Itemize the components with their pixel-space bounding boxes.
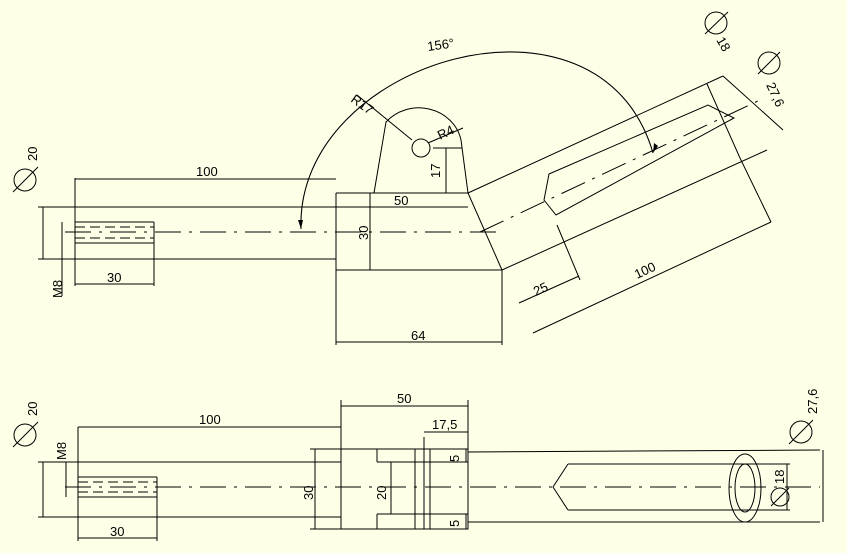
dim-100-shaft: 100 — [196, 164, 218, 179]
front-tube — [467, 449, 821, 523]
front-dim-30-block: 30 — [301, 486, 316, 500]
thread-hole — [75, 221, 155, 286]
dim-25-arm: 25 — [531, 279, 550, 299]
dim-50-block: 50 — [394, 193, 408, 208]
r4-label: R4 — [435, 122, 456, 143]
dia-18-label: 18 — [713, 34, 733, 54]
dia-27-6-label: 27,6 — [763, 80, 787, 109]
dim-100-arm: 100 — [632, 259, 658, 282]
dia-27-6-symbol — [757, 51, 781, 75]
angled-arm — [467, 75, 784, 271]
front-thread — [78, 476, 158, 541]
front-dim-5-top: 5 — [447, 455, 462, 462]
r4-leader — [427, 127, 464, 144]
dim-64-base: 64 — [411, 328, 425, 343]
front-dim-50: 50 — [397, 391, 411, 406]
thread-m8-label: M8 — [50, 280, 65, 298]
front-dia-18-symbol — [770, 487, 790, 507]
angle-dimension: 156° — [298, 35, 658, 230]
front-dia-20-symbol — [12, 421, 39, 448]
front-dim-30-thread: 30 — [110, 524, 124, 539]
dim-30-thread: 30 — [107, 270, 121, 285]
lug — [373, 107, 469, 194]
dia-20-symbol — [12, 166, 39, 193]
dia-18-symbol — [704, 11, 729, 35]
front-view: 20 100 50 17,5 M8 30 20 5 5 — [12, 389, 824, 541]
angle-label: 156° — [426, 35, 455, 54]
front-dia-18-label: 18 — [772, 470, 787, 484]
front-dim-17-5: 17,5 — [432, 417, 457, 432]
top-view: 156° R17 R4 20 18 27,6 100 5 — [12, 11, 788, 345]
front-dim-5-bottom: 5 — [447, 520, 462, 527]
front-dia-20-label: 20 — [25, 402, 40, 416]
front-dim-100: 100 — [199, 412, 221, 427]
central-block — [335, 192, 503, 345]
front-shaft — [38, 427, 341, 541]
front-thread-m8: M8 — [54, 442, 69, 460]
dim-30-block: 30 — [356, 226, 371, 240]
dia-20-label: 20 — [25, 147, 40, 161]
r17-leader — [356, 94, 413, 141]
front-block — [340, 437, 469, 530]
front-dim-20-inner: 20 — [374, 486, 389, 500]
front-dia-27-6-symbol — [788, 419, 814, 445]
dim-17-lug: 17 — [428, 164, 443, 178]
front-dia-27-6-label: 27,6 — [805, 389, 820, 414]
